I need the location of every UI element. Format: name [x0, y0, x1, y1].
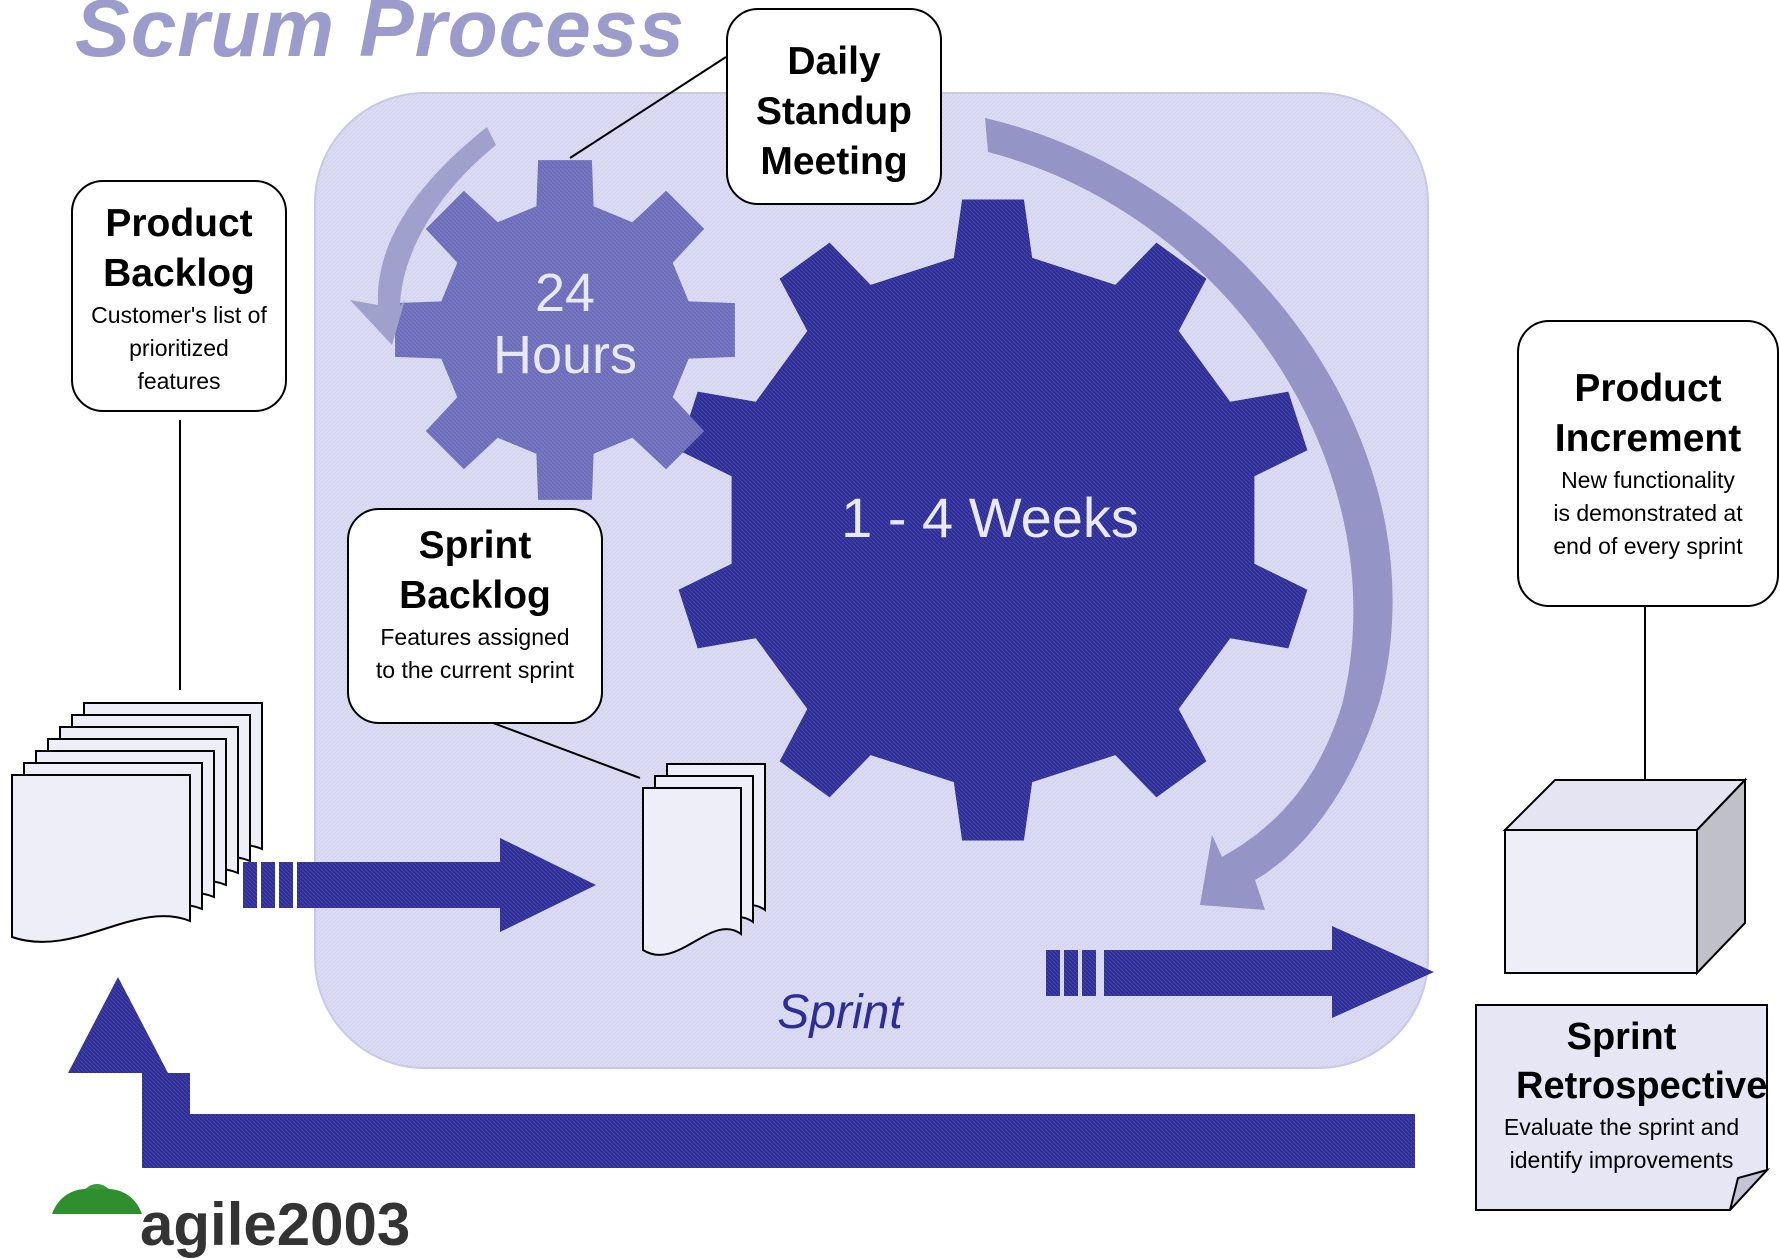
- small-gear-label: 24 Hours: [475, 262, 655, 386]
- feedback-arrow: [68, 977, 1415, 1168]
- connector-line: [569, 56, 727, 159]
- sprint-backlog-title: Sprint Backlog: [399, 524, 551, 617]
- sprint-backlog-box: Sprint Backlog Features assigned to the …: [347, 508, 603, 724]
- backlog-to-sprint-arrow: [243, 838, 596, 932]
- scrum-diagram: [11, 56, 1771, 1214]
- small-gear-line2: Hours: [492, 325, 638, 385]
- sprint-retrospective-desc: Evaluate the sprint and identify improve…: [1503, 1114, 1740, 1173]
- product-increment-box: Product Increment New functionality is d…: [1517, 320, 1779, 607]
- product-backlog-documents: [11, 702, 263, 943]
- sprint-backlog-desc: Features assigned to the current sprint: [375, 624, 575, 683]
- sprint-retrospective-text: Sprint Retrospective Evaluate the sprint…: [1476, 1013, 1767, 1177]
- sprint-backlog-documents: [642, 763, 766, 956]
- gear-small-shape: [395, 160, 735, 500]
- large-gear-label: 1 - 4 Weeks: [841, 486, 1139, 549]
- product-increment-title: Product Increment: [1554, 367, 1742, 460]
- product-increment-desc: New functionality is demonstrated at end…: [1553, 467, 1743, 559]
- product-backlog-title: Product Backlog: [103, 202, 255, 295]
- sprint-to-increment-arrow: [1046, 926, 1434, 1018]
- sprint-label: Sprint: [777, 986, 903, 1039]
- document-sheet: [11, 774, 191, 943]
- small-gear-line1: 24: [534, 263, 596, 323]
- connector-line: [484, 719, 641, 779]
- product-increment-cube: [1502, 777, 1748, 976]
- logo-text: agile2003: [140, 1191, 411, 1258]
- product-backlog-box: Product Backlog Customer's list of prior…: [71, 180, 287, 412]
- daily-cycle-arrow: [350, 127, 496, 345]
- page-title: Scrum Process: [75, 0, 686, 74]
- large-gear: [678, 199, 1308, 841]
- document-sheet: [642, 787, 742, 956]
- agile-logo-icon: [52, 1184, 142, 1214]
- sprint-retrospective-title: Sprint Retrospective: [1516, 1016, 1768, 1107]
- daily-standup-box: Daily Standup Meeting: [726, 8, 942, 205]
- product-backlog-desc: Customer's list of prioritized features: [91, 302, 267, 394]
- daily-standup-title: Daily Standup Meeting: [756, 40, 912, 183]
- note-corner: [1729, 1168, 1771, 1211]
- gear-large-shape: [678, 199, 1308, 841]
- small-gear: [395, 160, 735, 500]
